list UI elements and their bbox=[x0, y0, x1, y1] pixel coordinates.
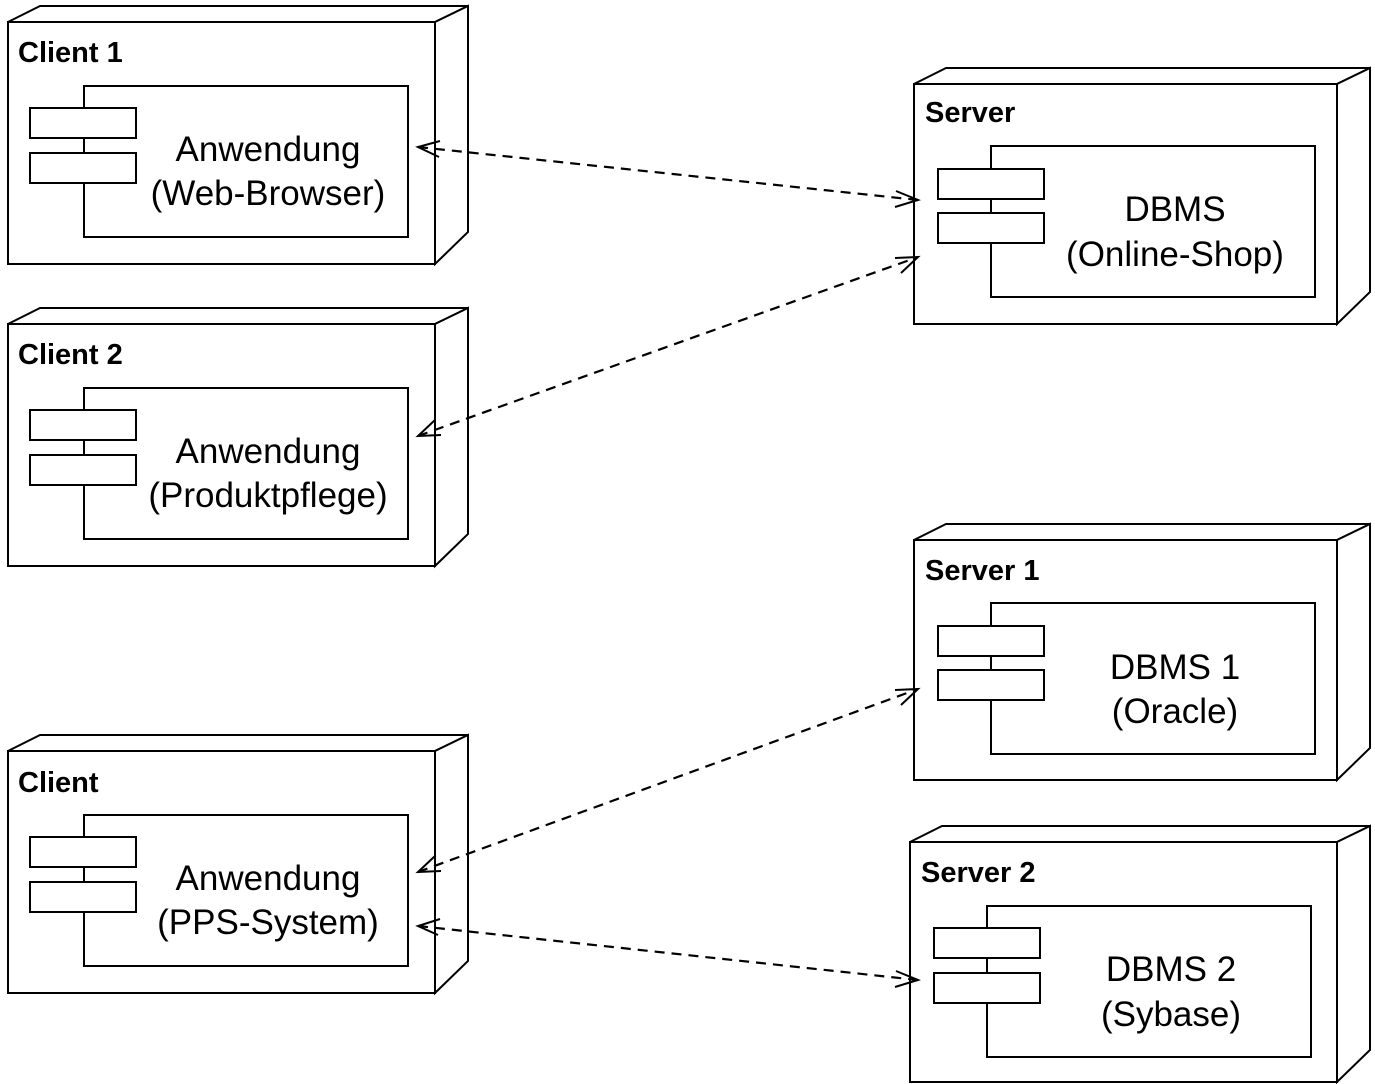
node-client-1: Client 1 Anwendung (Web-Browser) bbox=[7, 4, 469, 267]
node-title: Client 2 bbox=[18, 339, 123, 371]
connection-client-server2 bbox=[415, 918, 921, 988]
node-client-2: Client 2 Anwendung (Produktpflege) bbox=[7, 306, 469, 569]
arrowhead-right bbox=[894, 255, 921, 274]
component-port-top bbox=[29, 409, 137, 441]
component-label-line1: Anwendung bbox=[176, 432, 361, 471]
component-label-line1: Anwendung bbox=[176, 130, 361, 169]
arrowhead-left bbox=[415, 918, 441, 936]
component-port-bottom bbox=[29, 454, 137, 486]
component-anwendung-web-browser: Anwendung (Web-Browser) bbox=[29, 85, 409, 238]
node-server-1: Server 1 DBMS 1 (Oracle) bbox=[913, 522, 1371, 783]
arrowhead-right bbox=[894, 687, 921, 706]
node-title: Server 1 bbox=[925, 555, 1040, 587]
node-client: Client Anwendung (PPS-System) bbox=[7, 733, 469, 996]
component-anwendung-produktpflege: Anwendung (Produktpflege) bbox=[29, 387, 409, 540]
node-3d-side bbox=[434, 306, 469, 569]
component-label-line2: (Sybase) bbox=[1101, 995, 1241, 1034]
component-label-line1: DBMS 2 bbox=[1106, 950, 1236, 989]
connection-client-server1 bbox=[415, 687, 921, 874]
node-3d-side bbox=[1336, 66, 1371, 327]
node-3d-side bbox=[1336, 824, 1371, 1084]
node-title: Client bbox=[18, 767, 99, 799]
arrowhead-left bbox=[415, 419, 442, 438]
component-label-line2: (Produktpflege) bbox=[148, 476, 387, 515]
component-dbms-2-sybase: DBMS 2 (Sybase) bbox=[933, 905, 1312, 1058]
dashed-line bbox=[417, 924, 919, 982]
node-title: Server bbox=[925, 97, 1015, 129]
node-title: Server 2 bbox=[921, 857, 1036, 889]
dashed-line bbox=[417, 687, 919, 874]
dashed-line bbox=[417, 145, 919, 202]
component-port-bottom bbox=[937, 212, 1045, 244]
component-dbms-online-shop: DBMS (Online-Shop) bbox=[937, 145, 1316, 298]
node-3d-top bbox=[7, 5, 469, 23]
arrowhead-right bbox=[894, 970, 921, 988]
component-body bbox=[83, 85, 409, 238]
component-label-line1: Anwendung bbox=[176, 859, 361, 898]
arrowhead-right bbox=[894, 190, 921, 208]
component-port-top bbox=[29, 107, 137, 139]
node-3d-side bbox=[1336, 522, 1371, 783]
node-3d-top bbox=[913, 67, 1371, 85]
component-label-line1: DBMS bbox=[1124, 190, 1225, 229]
arrowhead-left bbox=[415, 855, 442, 874]
component-label-line2: (Web-Browser) bbox=[151, 174, 386, 213]
dashed-line bbox=[417, 255, 919, 438]
node-server: Server DBMS (Online-Shop) bbox=[913, 66, 1371, 327]
node-3d-top bbox=[909, 825, 1371, 843]
connection-client1-server bbox=[415, 140, 921, 208]
component-label-line1: DBMS 1 bbox=[1110, 648, 1240, 687]
component-port-top bbox=[937, 625, 1045, 657]
component-port-bottom bbox=[937, 669, 1045, 701]
component-dbms-1-oracle: DBMS 1 (Oracle) bbox=[937, 602, 1316, 755]
component-port-bottom bbox=[933, 972, 1041, 1004]
component-port-bottom bbox=[29, 881, 137, 913]
component-label-line2: (Oracle) bbox=[1112, 692, 1238, 731]
node-3d-top bbox=[913, 523, 1371, 541]
arrowhead-left bbox=[415, 140, 441, 158]
component-anwendung-pps-system: Anwendung (PPS-System) bbox=[29, 814, 409, 967]
component-label-line2: (Online-Shop) bbox=[1066, 235, 1284, 274]
component-port-top bbox=[933, 927, 1041, 959]
node-title: Client 1 bbox=[18, 37, 123, 69]
node-3d-top bbox=[7, 734, 469, 752]
connection-client2-server bbox=[415, 255, 921, 438]
node-3d-side bbox=[434, 4, 469, 267]
component-body bbox=[83, 814, 409, 967]
component-body bbox=[83, 387, 409, 540]
component-port-top bbox=[29, 836, 137, 868]
node-3d-top bbox=[7, 307, 469, 325]
node-server-2: Server 2 DBMS 2 (Sybase) bbox=[909, 824, 1371, 1084]
component-port-bottom bbox=[29, 152, 137, 184]
component-label-line2: (PPS-System) bbox=[157, 903, 379, 942]
component-port-top bbox=[937, 168, 1045, 200]
